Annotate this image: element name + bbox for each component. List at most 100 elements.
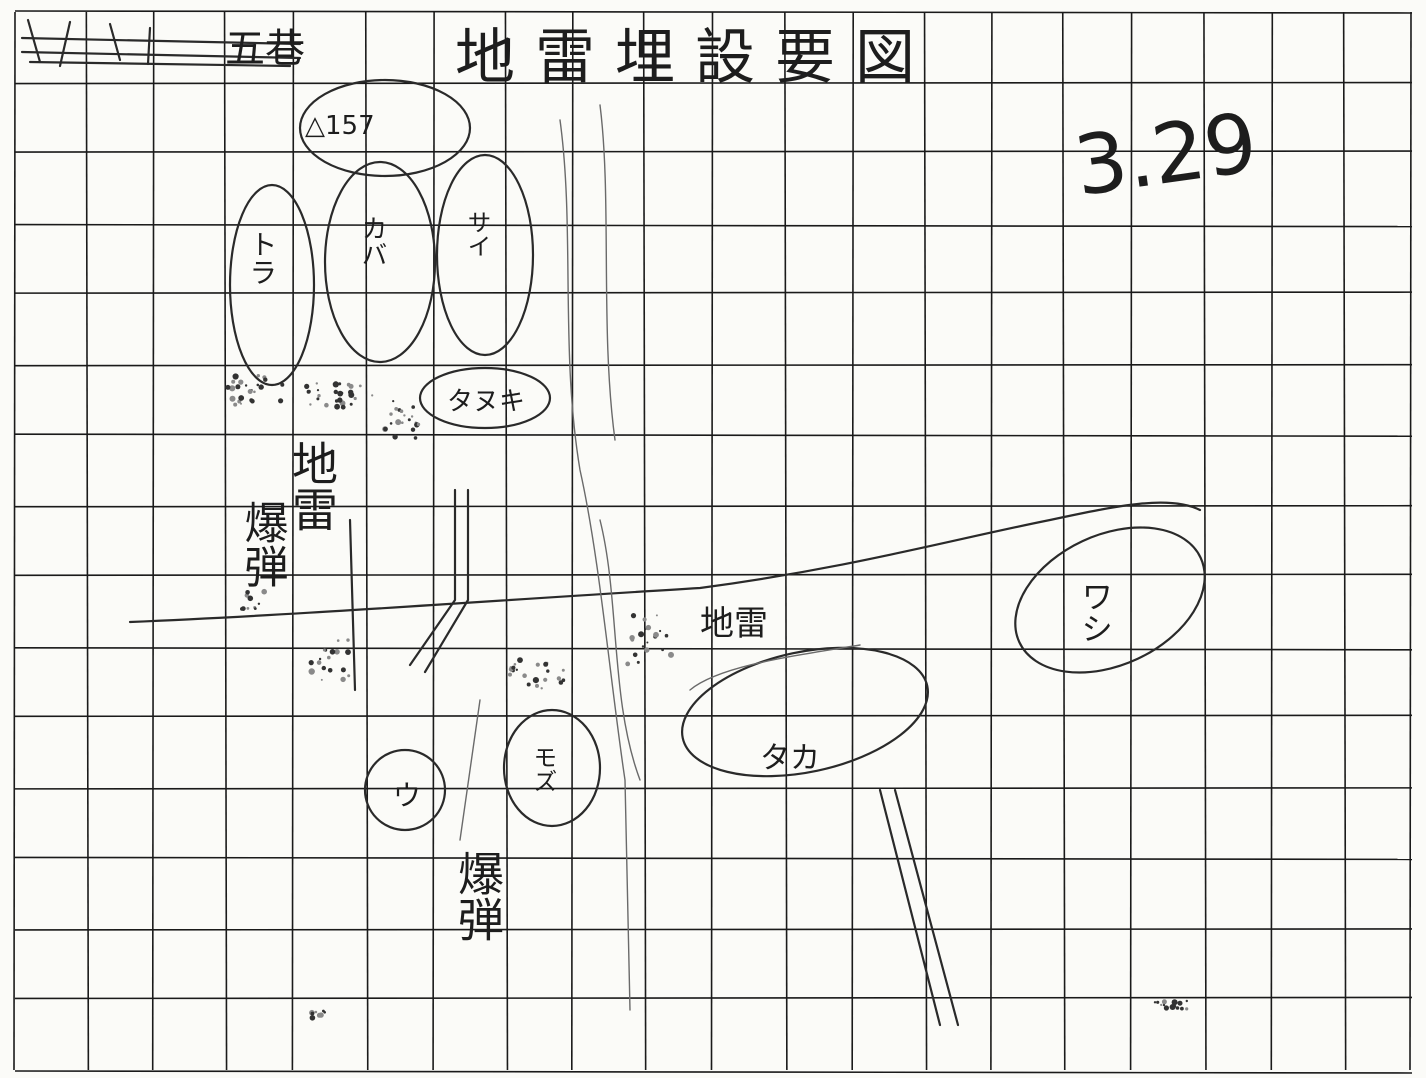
label-bakudan-left: 爆弾 xyxy=(237,500,288,588)
grid-horizontal-line xyxy=(14,504,1413,508)
pencil-dot xyxy=(232,373,239,380)
grid-vertical-line xyxy=(151,11,155,1071)
grid-horizontal-line xyxy=(14,363,1413,367)
grid-vertical-line xyxy=(851,11,855,1071)
pencil-dot xyxy=(389,412,393,416)
pencil-dot xyxy=(253,390,256,394)
sheet-title: 地雷埋設要図 xyxy=(455,23,935,93)
pencil-dot xyxy=(244,384,248,387)
pencil-dot xyxy=(508,672,512,677)
pencil-dot xyxy=(336,639,340,642)
pencil-dot xyxy=(556,676,562,681)
pencil-dot xyxy=(256,374,260,378)
minefield-dots xyxy=(225,373,1189,1021)
pencil-dot xyxy=(410,415,414,418)
pencil-dot xyxy=(247,389,253,394)
pencil-dot xyxy=(392,434,398,440)
pencil-dot xyxy=(1185,999,1189,1003)
pencil-dot xyxy=(532,677,540,684)
pencil-dot xyxy=(394,407,399,411)
pencil-dot xyxy=(308,668,315,675)
pencil-dot xyxy=(337,390,344,397)
pencil-dot xyxy=(235,384,241,390)
pencil-dot xyxy=(225,384,231,390)
grid-vertical-line xyxy=(710,11,714,1071)
label-tanuki: タヌキ xyxy=(447,387,525,417)
pencil-dot xyxy=(321,665,326,671)
pencil-dot xyxy=(399,409,404,414)
grid-vertical-line xyxy=(85,11,90,1071)
grid-horizontal-line xyxy=(14,856,1413,861)
pencil-dot xyxy=(668,651,674,658)
grid-vertical-line xyxy=(1203,11,1207,1071)
pencil-dot xyxy=(316,660,322,665)
pencil-dot xyxy=(661,648,664,652)
pencil-dot xyxy=(322,1009,325,1013)
label-u: ウ xyxy=(393,779,421,812)
pencil-dot xyxy=(346,638,350,642)
grid-horizontal-line xyxy=(14,996,1413,1000)
pencil-dot xyxy=(517,657,523,663)
pencil-dot xyxy=(229,385,236,392)
pencil-dot xyxy=(233,402,238,407)
label-bakudan-lower: 爆弾 xyxy=(451,850,505,942)
grid-vertical-line xyxy=(1129,11,1133,1071)
grid-vertical-line xyxy=(990,11,993,1071)
pencil-dot xyxy=(646,641,649,644)
pencil-dot xyxy=(1185,1007,1189,1011)
grid-vertical-line xyxy=(923,11,928,1071)
pencil-dot xyxy=(327,668,333,673)
pencil-dot xyxy=(345,649,351,655)
grid-vertical-line xyxy=(784,11,788,1071)
grid-vertical-line xyxy=(570,11,574,1071)
pencil-dot xyxy=(546,669,550,673)
label-moz: モズ xyxy=(529,745,557,793)
pencil-dot xyxy=(231,379,236,384)
pencil-dot xyxy=(664,633,669,638)
pencil-dot xyxy=(630,613,637,619)
pencil-dot xyxy=(340,404,346,410)
pencil-dot xyxy=(636,660,640,664)
label-tora: トラ xyxy=(246,230,279,286)
pencil-dot xyxy=(410,427,416,432)
pencil-dot xyxy=(535,662,540,667)
pencil-dot xyxy=(416,422,421,427)
grid-horizontal-line xyxy=(14,291,1413,294)
pencil-dot xyxy=(543,661,549,667)
pencil-dot xyxy=(349,402,353,406)
pencil-dot xyxy=(322,648,326,652)
pencil-dot xyxy=(392,400,395,403)
pencil-dot xyxy=(1180,1006,1184,1011)
pencil-dot xyxy=(314,1010,318,1014)
moz-oval xyxy=(502,708,602,828)
pencil-dot xyxy=(625,661,631,667)
washi-oval xyxy=(1014,526,1206,674)
enclosures xyxy=(228,78,1206,832)
grid-horizontal-line xyxy=(14,1070,1413,1074)
pencil-dot xyxy=(641,645,645,648)
pencil-dot xyxy=(261,588,268,595)
pencil-dot xyxy=(348,383,354,389)
pencil-dot xyxy=(659,629,662,633)
pencil-dot xyxy=(318,1012,324,1018)
label-kaba: カバ xyxy=(357,215,387,267)
pencil-dot xyxy=(629,635,635,641)
grid-horizontal-line xyxy=(14,714,1413,718)
tora-oval xyxy=(228,183,316,387)
label-washi: ワシ xyxy=(1076,580,1114,644)
pencil-dot xyxy=(540,687,543,690)
pencil-dot xyxy=(280,382,285,387)
grid-vertical-line xyxy=(13,11,16,1071)
tanuki-oval xyxy=(418,366,552,430)
pencil-dot xyxy=(315,382,318,385)
pencil-dot xyxy=(245,590,250,595)
pencil-dot xyxy=(543,677,548,682)
pencil-dot xyxy=(526,682,531,687)
pencil-dot xyxy=(535,683,539,688)
pencil-dot xyxy=(561,668,565,672)
pencil-dot xyxy=(522,673,527,678)
pencil-dot xyxy=(258,387,262,390)
pencil-dot xyxy=(253,607,257,610)
pencil-dot xyxy=(333,389,338,395)
